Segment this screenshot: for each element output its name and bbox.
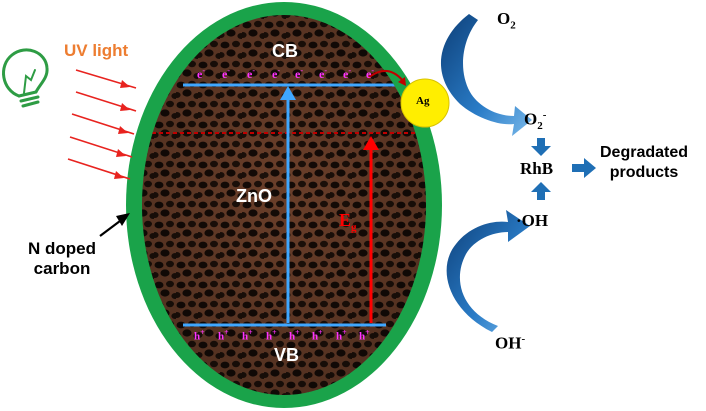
hole-symbol: h+ bbox=[359, 328, 370, 343]
o2-label: O2 bbox=[497, 9, 516, 32]
zno-label: ZnO bbox=[236, 186, 272, 206]
o2rad-to-rhb-arrow bbox=[531, 138, 551, 156]
ag-nanoparticle bbox=[400, 78, 450, 128]
oh-oxidation-arrow bbox=[446, 210, 530, 332]
hole-symbol: h+ bbox=[242, 328, 253, 343]
n-doped-carbon-label: N doped carbon bbox=[28, 239, 96, 279]
band-gap-label: Eg bbox=[339, 210, 357, 234]
electron-symbol: e- bbox=[197, 66, 205, 81]
electron-symbol: e- bbox=[366, 66, 374, 81]
vb-label: VB bbox=[274, 345, 300, 365]
rhb-label: RhB bbox=[520, 159, 554, 178]
electron-transfer-arrow bbox=[367, 70, 405, 83]
electron-symbol: e- bbox=[343, 66, 351, 81]
light-bulb-icon bbox=[2, 48, 49, 108]
hydroxide-label: OH- bbox=[495, 333, 526, 353]
degraded-products-label: Degradated products bbox=[600, 144, 689, 181]
uv-light-label: UV light bbox=[64, 41, 129, 60]
superoxide-label: O2- bbox=[524, 109, 547, 133]
o2-reduction-arrow bbox=[440, 14, 532, 136]
hole-symbol: h+ bbox=[218, 328, 229, 343]
hole-symbol: h+ bbox=[289, 328, 300, 343]
electron-symbol: e- bbox=[272, 66, 280, 81]
oh-to-rhb-arrow bbox=[531, 182, 551, 200]
cb-label: CB bbox=[272, 41, 298, 61]
ag-label: Ag bbox=[416, 95, 430, 107]
electron-symbol: e- bbox=[319, 66, 327, 81]
hole-symbol: h+ bbox=[266, 328, 277, 343]
hydroxyl-radical-label: ·OH bbox=[516, 211, 549, 230]
hole-symbol: h+ bbox=[312, 328, 323, 343]
electron-symbol: e- bbox=[295, 66, 303, 81]
hole-symbol: h+ bbox=[194, 328, 205, 343]
rhb-to-products-arrow bbox=[572, 158, 596, 178]
hole-symbol: h+ bbox=[336, 328, 347, 343]
electron-symbol: e- bbox=[222, 66, 230, 81]
electron-symbol: e- bbox=[247, 66, 255, 81]
